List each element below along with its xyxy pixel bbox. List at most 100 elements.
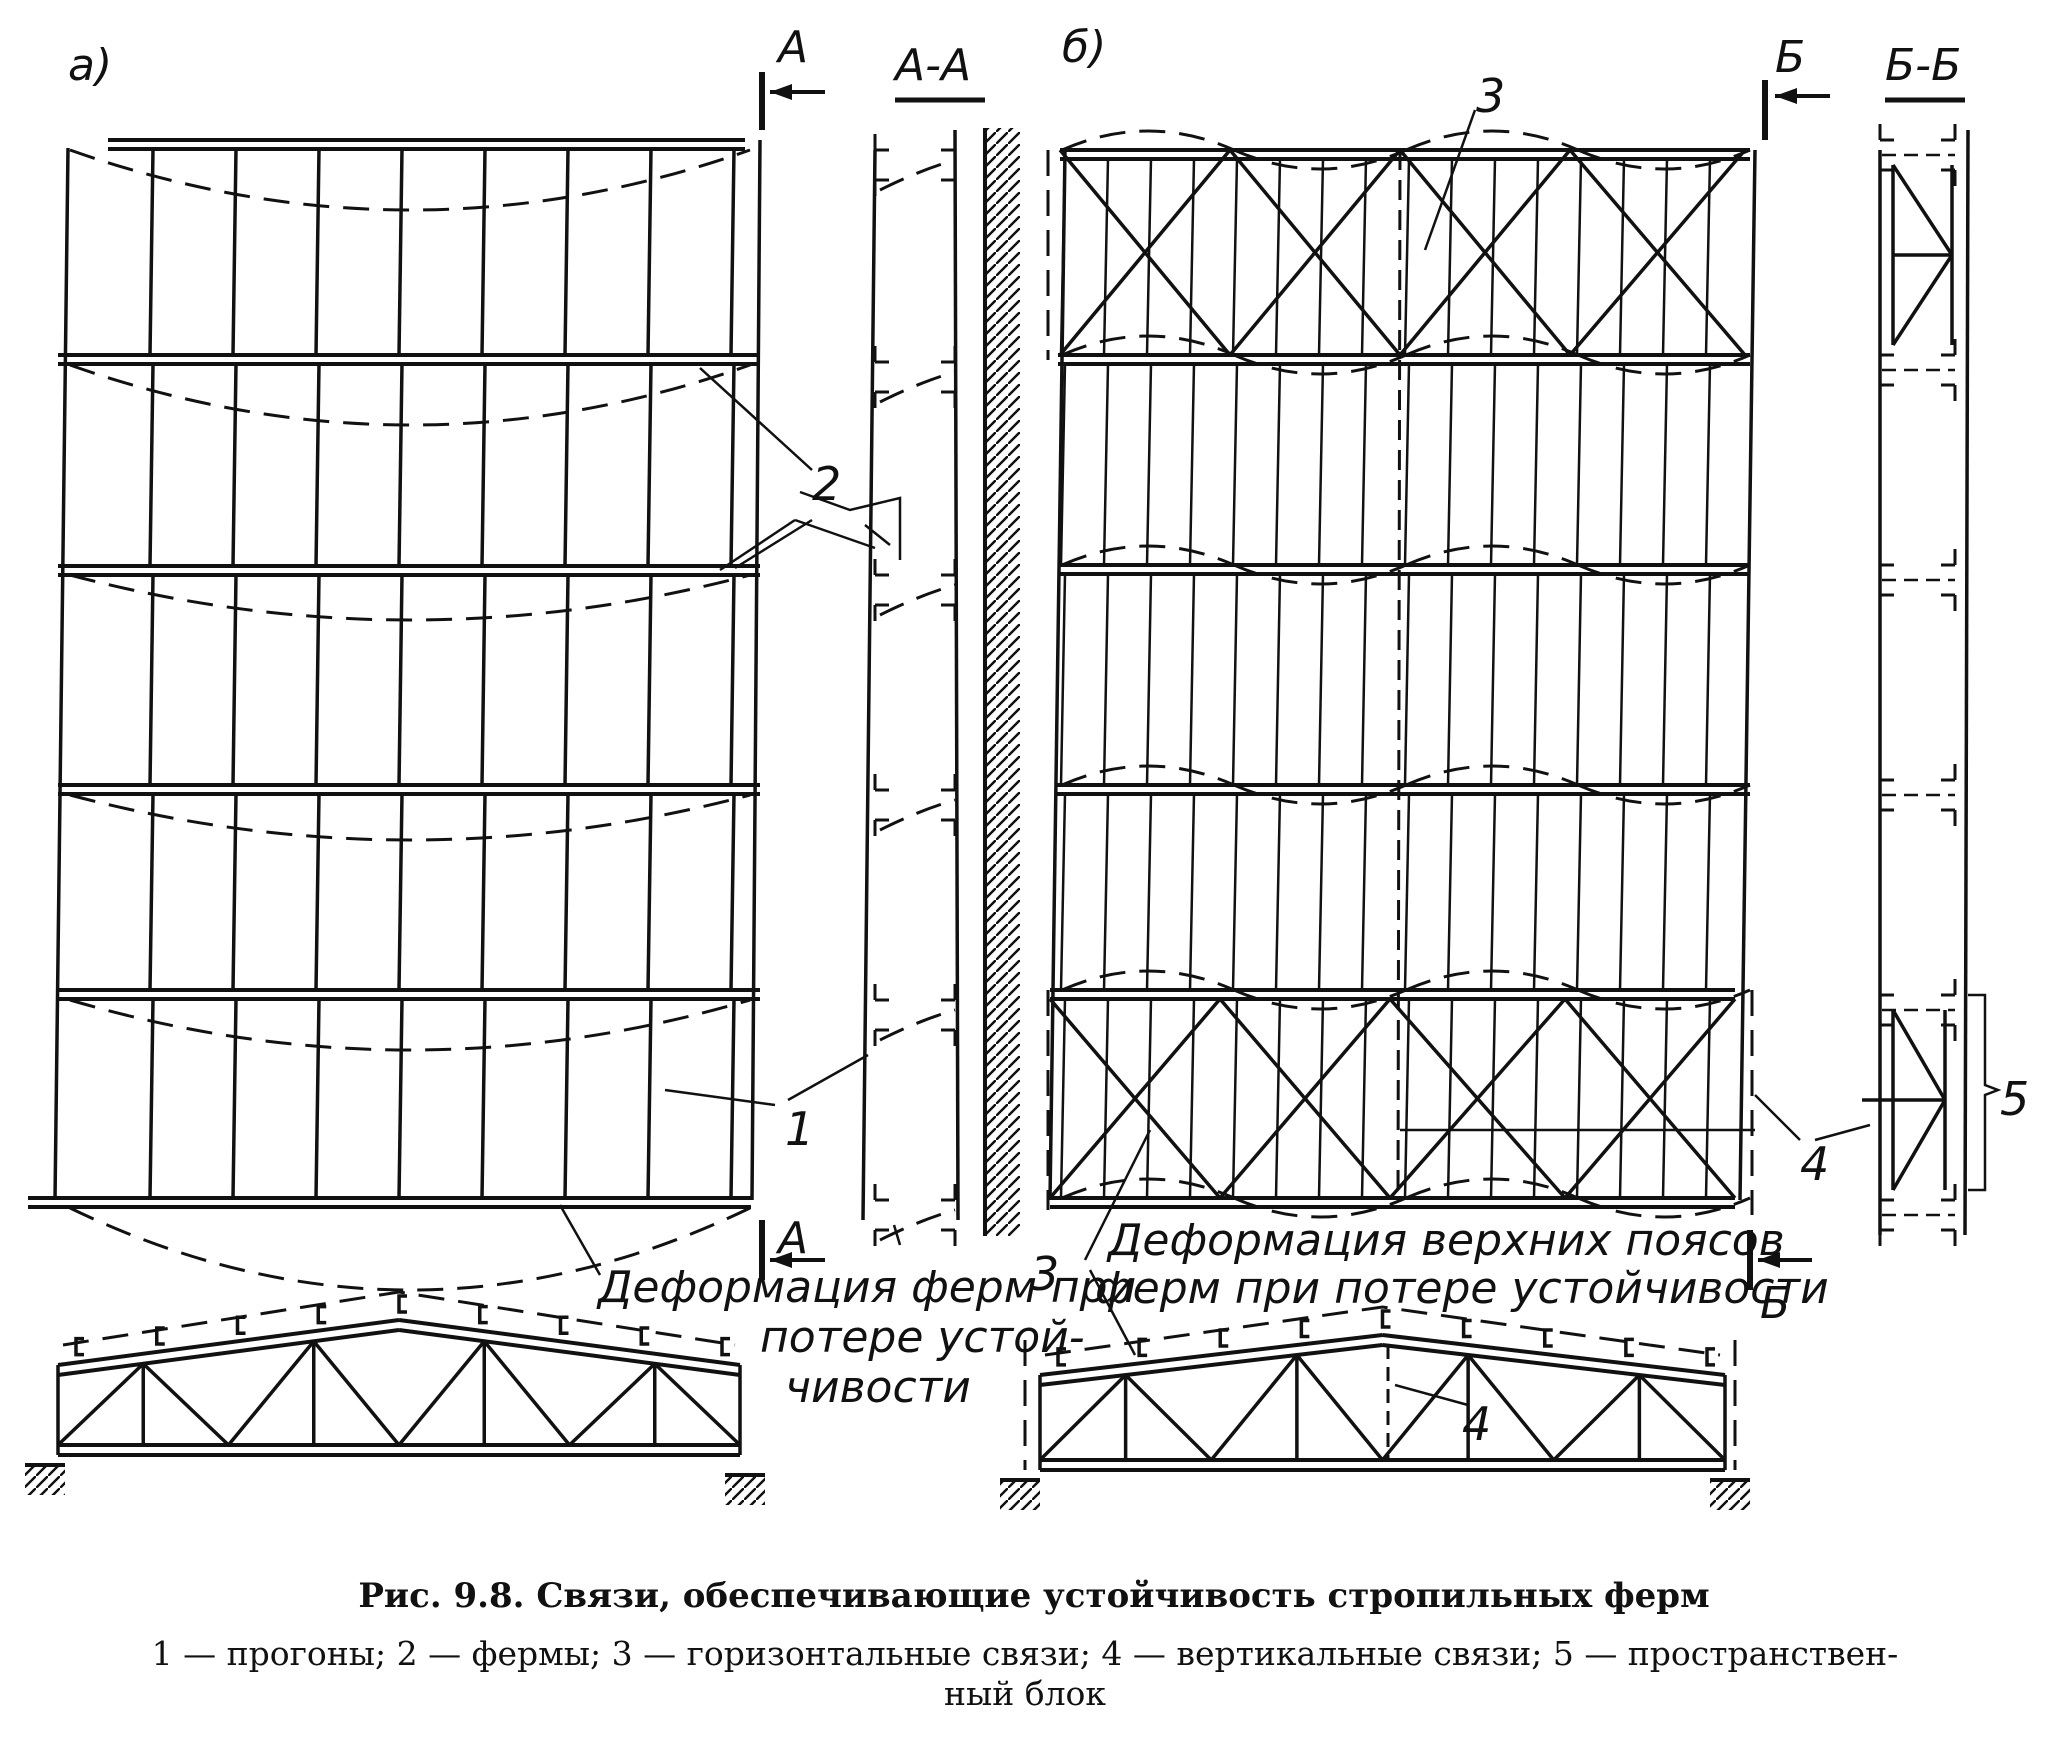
purlin: [1274, 573, 1282, 786]
purlin: [1059, 998, 1067, 1199]
note-right-line1: Деформация верхних поясов: [1106, 1215, 1785, 1266]
upper-chord-deformation: [1061, 764, 1235, 787]
purlin: [1188, 158, 1196, 356]
upper-chord-deformation: [1233, 783, 1407, 806]
purlin: [1145, 573, 1153, 786]
purlin: [1360, 363, 1368, 566]
purlin: [1618, 998, 1626, 1199]
purlin: [1360, 793, 1368, 991]
purlin-bracket: [1878, 808, 1957, 826]
purlin: [1102, 573, 1110, 786]
marker-2: 2: [812, 457, 841, 511]
purlin-bracket: [1878, 124, 1957, 142]
purlin: [1059, 573, 1067, 786]
truss-elevation-a: [25, 1290, 765, 1505]
section-edge-line: [1963, 129, 1970, 1236]
purlin-channel: [478, 1304, 488, 1325]
purlin: [1317, 363, 1325, 566]
purlin: [397, 793, 404, 991]
purlin-channel: [1543, 1328, 1553, 1348]
purlin: [1403, 793, 1411, 991]
purlin: [1188, 793, 1196, 991]
buckling-deformation: [69, 573, 751, 622]
section-deformation: [879, 370, 956, 404]
purlin: [480, 574, 487, 786]
purlin: [729, 363, 736, 567]
purlin: [1274, 998, 1282, 1199]
purlin: [646, 363, 653, 567]
web-diagonal: [1295, 1353, 1384, 1462]
purlin: [1102, 158, 1110, 356]
purlin: [1446, 793, 1454, 991]
purlin: [314, 574, 321, 786]
horizontal-bracing: [1048, 997, 1222, 1200]
top-chord: [57, 1318, 400, 1367]
purlin: [1661, 573, 1669, 786]
web-diagonal: [653, 1362, 742, 1447]
purlin: [563, 574, 570, 786]
purlin: [646, 793, 653, 991]
purlin-channel: [639, 1326, 650, 1346]
marker-3-top: 3: [1476, 69, 1505, 123]
upper-chord-deformation: [1061, 544, 1235, 567]
upper-chord-deformation: [1577, 1196, 1751, 1219]
purlin: [729, 148, 736, 356]
section-aa: [861, 129, 960, 1246]
purlin: [1360, 158, 1368, 356]
purlin: [1489, 793, 1497, 991]
upper-chord-deformation: [1577, 148, 1751, 171]
purlin: [1145, 363, 1153, 566]
purlin: [1446, 998, 1454, 1199]
top-chord: [1039, 1343, 1383, 1387]
purlin-bracket: [873, 984, 957, 1002]
purlin: [1618, 158, 1626, 356]
note-left-line1: Деформация ферм при: [596, 1262, 1136, 1313]
purlin: [231, 998, 238, 1199]
web-diagonal: [1038, 1373, 1127, 1462]
upper-chord-deformation: [1577, 783, 1751, 806]
purlin: [1532, 573, 1540, 786]
purlin: [1704, 158, 1712, 356]
caption-legend-line1: 1 — прогоны; 2 — фермы; 3 — горизонтальн…: [152, 1634, 1899, 1673]
purlin-channel: [1705, 1347, 1715, 1367]
leader-lines: [558, 109, 2002, 1407]
purlin: [397, 574, 404, 786]
marker-4-plan: 4: [1800, 1137, 1829, 1191]
top-chord: [1382, 1343, 1726, 1387]
purlin: [1618, 363, 1626, 566]
purlin: [1446, 573, 1454, 786]
web-diagonal: [1466, 1353, 1556, 1462]
purlin: [148, 363, 155, 567]
purlin: [1575, 573, 1583, 786]
purlin: [1618, 573, 1626, 786]
purlin-bracket: [873, 346, 957, 364]
purlin: [729, 574, 736, 786]
purlin-bracket: [1878, 168, 1957, 186]
upper-chord-deformation: [1577, 988, 1751, 1011]
purlin: [231, 574, 238, 786]
purlin: [1059, 158, 1067, 356]
purlin: [1704, 573, 1712, 786]
purlin: [1575, 363, 1583, 566]
purlin: [1102, 793, 1110, 991]
purlin: [1274, 793, 1282, 991]
purlin-bracket: [873, 390, 957, 408]
vertical-bracing-line: [1396, 149, 1402, 1199]
support-hatch: [25, 1465, 65, 1495]
purlin-bracket: [873, 134, 957, 152]
purlin: [563, 793, 570, 991]
purlin: [314, 363, 321, 567]
purlin: [1575, 998, 1583, 1199]
purlin-channel: [397, 1294, 407, 1314]
section-deformation: [879, 583, 956, 617]
dashed-deformation: [1044, 1305, 1721, 1357]
block-diagonal: [1891, 164, 1954, 256]
purlin: [1704, 793, 1712, 991]
purlin: [231, 363, 238, 567]
purlin: [1231, 158, 1239, 356]
purlin-bracket: [1878, 979, 1957, 997]
plan-edge-left: [53, 147, 70, 1201]
block-diagonal: [1891, 1009, 1947, 1101]
top-chord: [1039, 1333, 1383, 1377]
